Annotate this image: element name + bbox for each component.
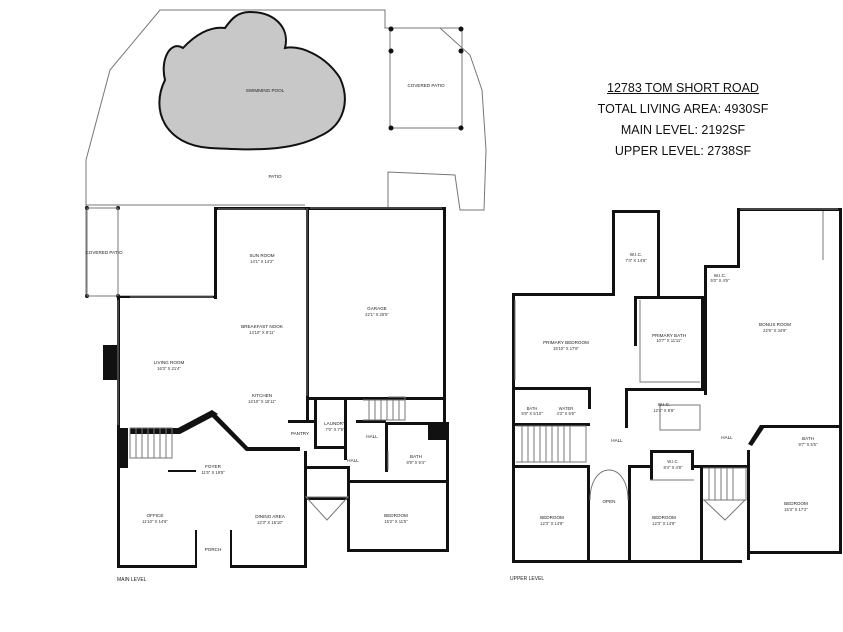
bath-upper-dim: 9'7" X 5'5" [798, 442, 818, 447]
garage-dim: 22'1" X 25'5" [365, 312, 389, 317]
sun-room-label: SUN ROOM [249, 253, 274, 258]
upper-level-label: UPPER LEVEL [510, 576, 544, 582]
upper-windows-and-fixtures [514, 208, 838, 521]
primary-bedroom-dim: 15'10" X 17'6" [553, 346, 580, 351]
kitchen-dim: 14'10" X 15'11" [248, 399, 277, 404]
porch-label: PORCH [205, 547, 222, 552]
covered-patio-left-label: COVERED PATIO [85, 250, 123, 255]
bath-label: BATH [410, 454, 422, 459]
dining-area-dim: 12'3" X 15'10" [257, 520, 284, 525]
upper-level-area: UPPER LEVEL: 2738SF [614, 144, 752, 158]
breakfast-nook-label: BREAKFAST NOOK [241, 324, 284, 329]
foyer-dim: 11'5" X 19'5" [201, 470, 225, 475]
covered-patio-left [86, 207, 119, 297]
laundry-dim: 7'0" X 7'9" [325, 427, 345, 432]
open-label: OPEN [602, 499, 615, 504]
main-level-plan: SWIMMING POOL COVERED PATIO PATIO COVERE… [85, 9, 487, 583]
covered-patio-top [389, 27, 463, 129]
bedroom-left-dim: 12'3" X 14'8" [540, 521, 564, 526]
bedroom-right-dim: 15'3" X 17'2" [784, 507, 808, 512]
wic-small-dim: 5'0" X 4'6" [710, 278, 730, 283]
pantry-label: PANTRY [291, 431, 309, 436]
main-level-area: MAIN LEVEL: 2192SF [620, 123, 746, 137]
bath-small-label: BATH [527, 406, 538, 411]
bonus-room-dim: 22'6" X 34'9" [763, 328, 787, 333]
wic-low-dim: 8'4" X 4'8" [663, 465, 683, 470]
kitchen-label: KITCHEN [252, 393, 272, 398]
covered-patio-top-label: COVERED PATIO [407, 83, 445, 88]
hall-small-label: HALL [366, 434, 378, 439]
bedroom-mid-dim: 12'3" X 14'8" [652, 521, 676, 526]
main-stairs [129, 399, 406, 521]
hall-left-label: HALL [611, 438, 623, 443]
bedroom-main-label: BEDROOM [384, 513, 408, 518]
property-address: 12783 TOM SHORT ROAD [607, 81, 759, 95]
wic-top-label: W.I.C. [630, 252, 643, 257]
sun-room-dim: 14'1" X 14'2" [250, 259, 274, 264]
floor-plan-header: 12783 TOM SHORT ROAD TOTAL LIVING AREA: … [568, 78, 798, 162]
water-closet-dim: 4'3" X 5'6" [556, 411, 576, 416]
swimming-pool [158, 10, 346, 151]
living-room-dim: 16'3" X 21'4" [157, 366, 181, 371]
primary-bath-dim: 10'7" X 11'11" [656, 338, 682, 343]
total-living-area: TOTAL LIVING AREA: 4930SF [597, 102, 769, 116]
office-dim: 11'10" X 14'6" [142, 519, 168, 524]
patio-posts [85, 26, 464, 298]
foyer-label: FOYER [205, 464, 222, 469]
wic-low-label: W.I.C. [667, 459, 678, 464]
dining-area-label: DINING AREA [255, 514, 286, 519]
primary-bath-label: PRIMARY BATH [652, 333, 686, 338]
living-room-label: LIVING ROOM [154, 360, 185, 365]
bedroom-left-label: BEDROOM [540, 515, 564, 520]
office-label: OFFICE [147, 513, 164, 518]
bedroom-main-dim: 15'2" X 11'5" [384, 519, 408, 524]
bedroom-right-label: BEDROOM [784, 501, 808, 506]
wic-mid-label: W.I.C. [658, 402, 671, 407]
main-windows [117, 207, 442, 470]
wic-small-label: W.I.C. [714, 273, 727, 278]
bonus-room-label: BONUS ROOM [759, 322, 791, 327]
upper-level-plan: W.I.C. 7'4" X 14'6" W.I.C. 5'0" X 4'6" P… [510, 208, 842, 582]
pool-label: SWIMMING POOL [246, 88, 285, 93]
bath-small-dim: 5'8" X 5'10" [521, 411, 543, 416]
patio-label: PATIO [268, 174, 282, 179]
wic-mid-dim: 12'4" X 8'8" [653, 408, 675, 413]
main-level-label: MAIN LEVEL [117, 577, 147, 583]
primary-bedroom-label: PRIMARY BEDROOM [543, 340, 589, 345]
bath-upper-label: BATH [802, 436, 814, 441]
bath-dim: 8'9" X 9'4" [406, 460, 426, 465]
wic-top-dim: 7'4" X 14'6" [625, 258, 647, 263]
hall-label: HALL [347, 458, 359, 463]
water-closet-label: WATER [559, 406, 574, 411]
breakfast-nook-dim: 14'10" X 8'11" [249, 330, 275, 335]
bedroom-mid-label: BEDROOM [652, 515, 676, 520]
hall-right-label: HALL [721, 435, 733, 440]
laundry-label: LAUNDRY [324, 421, 346, 426]
garage-label: GARAGE [367, 306, 387, 311]
